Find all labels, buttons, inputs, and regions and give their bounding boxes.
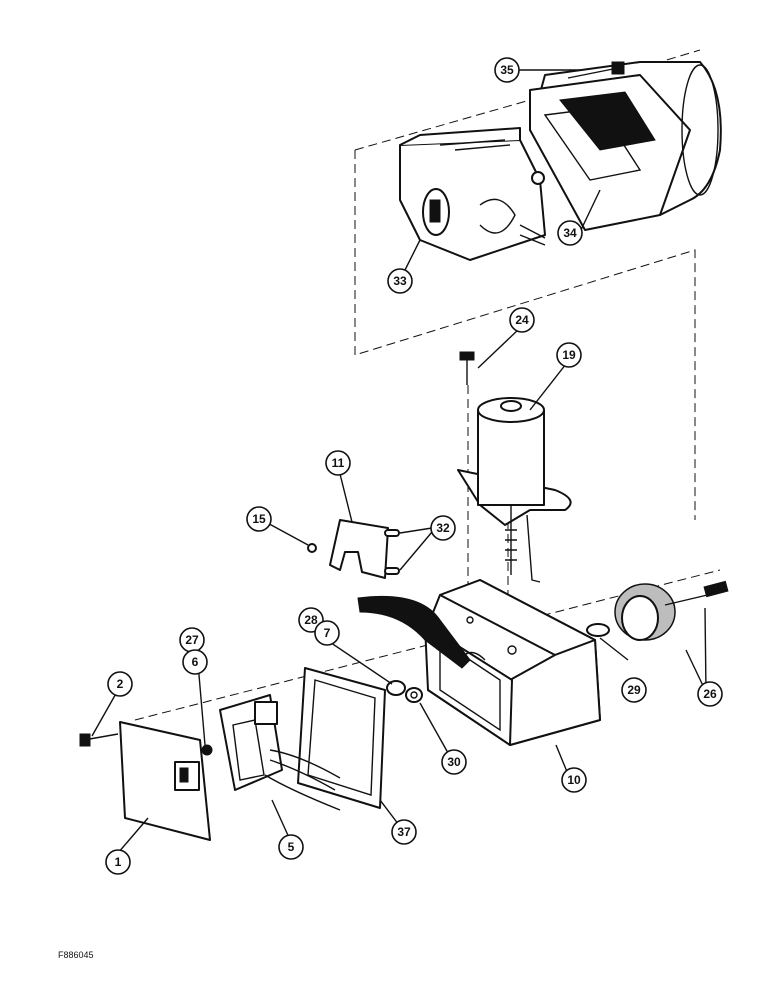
part-29-washer [586,623,610,637]
callout-32: 32 [430,515,456,541]
callout-26: 26 [697,681,723,707]
part-24-bolt [459,351,475,385]
callout-2: 2 [107,671,133,697]
callout-30: 30 [441,749,467,775]
svg-text:26: 26 [703,687,717,701]
svg-text:37: 37 [397,825,411,839]
callout-circles: 35 34 33 24 19 11 15 32 28 7 27 6 2 1 5 … [105,57,723,875]
part-26-gear-assembly [614,580,729,641]
svg-text:10: 10 [567,773,581,787]
svg-text:28: 28 [304,613,318,627]
callout-37: 37 [391,819,417,845]
part-32-pins [384,529,400,575]
figure-code: F886045 [58,950,94,960]
part-2-screw [79,733,119,747]
part-15-nut [307,543,317,553]
callout-34: 34 [557,220,583,246]
svg-text:15: 15 [252,512,266,526]
callout-6: 6 [182,649,208,675]
svg-text:27: 27 [185,633,199,647]
part-5-circuit-board [219,694,341,811]
callout-33: 33 [387,268,413,294]
part-34-housing [529,61,722,231]
callout-27: 27 [179,627,205,653]
callout-15: 15 [246,506,272,532]
svg-text:33: 33 [393,274,407,288]
svg-text:2: 2 [117,677,124,691]
callout-11: 11 [325,450,351,476]
callout-5: 5 [278,834,304,860]
svg-text:7: 7 [324,626,331,640]
svg-text:1: 1 [115,855,122,869]
wiring-ribbon [357,595,471,669]
part-1-cover-plate [119,721,211,841]
part-10-gearbox-housing [424,579,601,746]
svg-text:24: 24 [515,313,529,327]
svg-text:35: 35 [500,63,514,77]
svg-text:30: 30 [447,755,461,769]
callout-7: 7 [314,620,340,646]
part-11-bracket-plate [329,519,389,579]
svg-text:19: 19 [562,348,576,362]
svg-text:5: 5 [288,840,295,854]
svg-text:6: 6 [192,655,199,669]
svg-text:11: 11 [332,456,345,470]
callout-1: 1 [105,849,131,875]
svg-text:32: 32 [436,521,450,535]
callout-10: 10 [561,767,587,793]
part-30-bushing [405,687,423,703]
part-6-grommet [201,744,213,756]
svg-text:34: 34 [563,226,577,240]
part-33-switch-module [399,127,546,261]
part-19-motor [457,397,572,583]
callout-35: 35 [494,57,520,83]
part-37-gasket [297,667,386,809]
callout-24: 24 [509,307,535,333]
part-35-screw [567,61,625,79]
callout-29: 29 [621,677,647,703]
callout-19: 19 [556,342,582,368]
svg-text:29: 29 [627,683,641,697]
